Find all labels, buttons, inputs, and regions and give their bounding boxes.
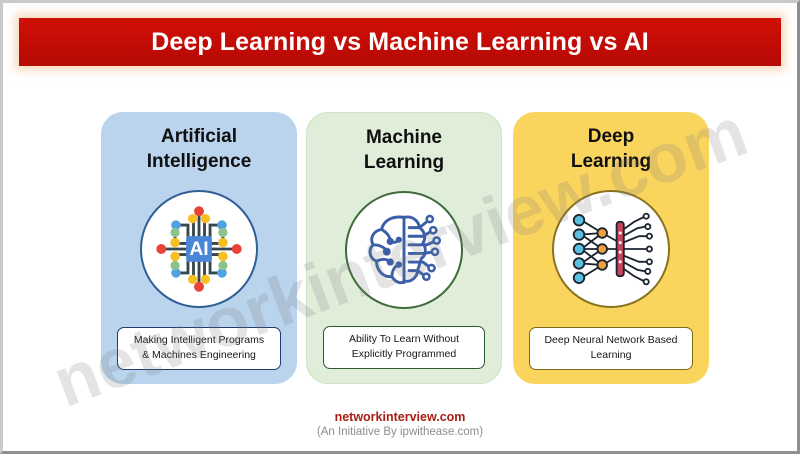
card-caption-artificial-intelligence: Making Intelligent Programs & Machines E… bbox=[117, 327, 281, 370]
footer-subtitle: (An Initiative By ipwithease.com) bbox=[316, 426, 484, 438]
card-title-machine-learning: Machine Learning bbox=[315, 125, 493, 176]
comparison-cards: Artificial Intelligence bbox=[5, 112, 795, 387]
page-title: Deep Learning vs Machine Learning vs AI bbox=[151, 27, 649, 56]
card-title-line2: Learning bbox=[363, 152, 445, 174]
icon-circle-artificial-intelligence: AI bbox=[140, 190, 258, 308]
card-title-artificial-intelligence: Artificial Intelligence bbox=[109, 124, 289, 175]
card-machine-learning: Machine Learning bbox=[306, 112, 502, 384]
card-title-deep-learning: Deep Learning bbox=[521, 124, 701, 175]
svg-text:AI: AI bbox=[189, 239, 208, 260]
card-title-line1: Machine bbox=[365, 127, 443, 148]
caption-line2: Learning bbox=[590, 349, 632, 362]
caption-line1: Making Intelligent Programs bbox=[133, 334, 265, 347]
infographic-inner: Deep Learning vs Machine Learning vs AI … bbox=[5, 5, 795, 449]
title-banner: Deep Learning vs Machine Learning vs AI bbox=[19, 18, 781, 66]
neural-network-icon bbox=[567, 209, 655, 289]
caption-line1: Ability To Learn Without bbox=[348, 333, 460, 346]
card-title-line1: Deep bbox=[587, 126, 635, 147]
card-title-line2: Learning bbox=[570, 151, 652, 173]
card-deep-learning: Deep Learning bbox=[513, 112, 709, 384]
footer: networkinterview.com (An Initiative By i… bbox=[5, 410, 795, 438]
card-caption-deep-learning: Deep Neural Network Based Learning bbox=[529, 327, 693, 370]
caption-line2: & Machines Engineering bbox=[142, 349, 256, 362]
caption-line2: Explicitly Programmed bbox=[351, 348, 457, 361]
ai-chip-icon: AI bbox=[153, 203, 245, 295]
caption-line1: Deep Neural Network Based bbox=[544, 334, 678, 347]
icon-circle-deep-learning bbox=[552, 190, 670, 308]
card-caption-machine-learning: Ability To Learn Without Explicitly Prog… bbox=[323, 326, 485, 369]
brain-circuit-icon bbox=[361, 207, 447, 293]
card-title-line1: Artificial bbox=[160, 126, 238, 147]
footer-brand: networkinterview.com bbox=[334, 410, 466, 424]
icon-circle-machine-learning bbox=[345, 191, 463, 309]
card-title-line2: Intelligence bbox=[146, 151, 252, 173]
card-artificial-intelligence: Artificial Intelligence bbox=[101, 112, 297, 384]
